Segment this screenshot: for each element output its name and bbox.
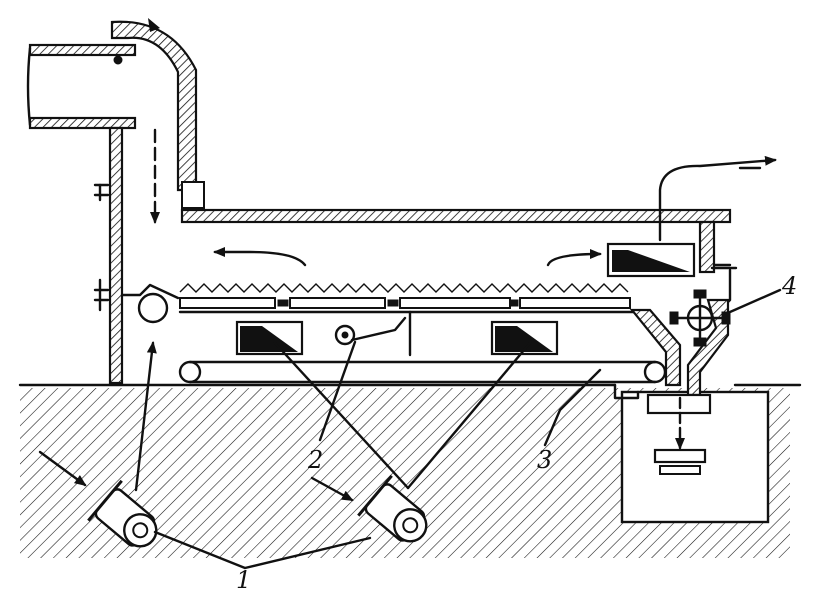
- belt-segment-4: [519, 297, 631, 309]
- belt-segment-2: [289, 297, 386, 309]
- belt-segment-1: [179, 297, 276, 309]
- elbow-pipe: [110, 20, 198, 192]
- pit-step: [613, 383, 640, 400]
- feeder-chute: [120, 283, 180, 300]
- receiving-hopper: [653, 448, 707, 464]
- exhaust-arrow: [658, 155, 777, 242]
- callout-conveyor: 3: [537, 446, 553, 474]
- leader-valve: [728, 288, 782, 314]
- inlet-duct-top-wall: [28, 43, 137, 57]
- conveyor-pulley-left: [178, 360, 202, 384]
- hopper-left-wall: [629, 308, 682, 387]
- air-box-right-fill: [495, 326, 553, 352]
- fan-intake-arrow-2: [310, 476, 354, 502]
- feeder-roller: [120, 283, 180, 324]
- belt-link-2: [387, 299, 399, 307]
- elbow-tip: [148, 18, 160, 32]
- grain-sawtooth: [179, 283, 629, 293]
- valve: [669, 289, 731, 347]
- damper-pivot-center: [341, 331, 349, 339]
- valve-cap-right: [721, 311, 731, 325]
- conveyor: [178, 360, 667, 384]
- damper-lever: [350, 316, 407, 342]
- flow-arrows: [38, 155, 777, 502]
- duct-rivet: [113, 55, 123, 65]
- belt-link-1: [277, 299, 289, 307]
- damper-pivot: [334, 324, 356, 346]
- air-box-left-fill: [240, 326, 298, 352]
- outlet-hopper: [629, 298, 730, 475]
- callout-fan: 1: [236, 566, 252, 594]
- inlet-duct-bottom-wall: [28, 116, 137, 130]
- drying-belt: [178, 297, 642, 314]
- belt-segment-3: [399, 297, 511, 309]
- exhaust-box-fill: [612, 250, 690, 272]
- leader-air-right: [406, 341, 532, 490]
- damper: [334, 316, 407, 346]
- valve-cap-left: [669, 311, 679, 325]
- leader-lines: [153, 288, 782, 570]
- elbow-flange: [181, 181, 205, 209]
- inlet-duct: [26, 18, 205, 385]
- fan-airflow-arrow: [134, 341, 157, 492]
- airflow-arrow-left: [213, 247, 307, 267]
- airflow-arrow-right: [546, 249, 602, 267]
- dryer-housing: [180, 208, 738, 312]
- valve-cap-bottom: [693, 337, 707, 347]
- feeder-roller-circle: [137, 292, 169, 324]
- receiving-base: [659, 465, 701, 475]
- conveyor-pulley-right: [643, 360, 667, 384]
- inlet-duct-break: [26, 46, 32, 127]
- leader-damper: [318, 340, 357, 442]
- leader-conveyor: [543, 368, 602, 447]
- fan-right: [357, 474, 428, 543]
- valve-cap-top: [693, 289, 707, 299]
- fans: [87, 474, 428, 548]
- housing-right-wall: [698, 220, 716, 274]
- fan-left: [87, 479, 158, 548]
- feed-wall-left: [108, 126, 124, 385]
- grain-layer: [179, 283, 629, 293]
- leader-air-left: [273, 341, 410, 490]
- fan-intake-arrow-1: [38, 450, 87, 487]
- leader-fan: [153, 530, 372, 570]
- housing-top-wall: [180, 208, 732, 224]
- callout-damper: 2: [308, 446, 324, 474]
- callout-valve: 4: [782, 272, 798, 300]
- belt-link-3: [509, 299, 519, 307]
